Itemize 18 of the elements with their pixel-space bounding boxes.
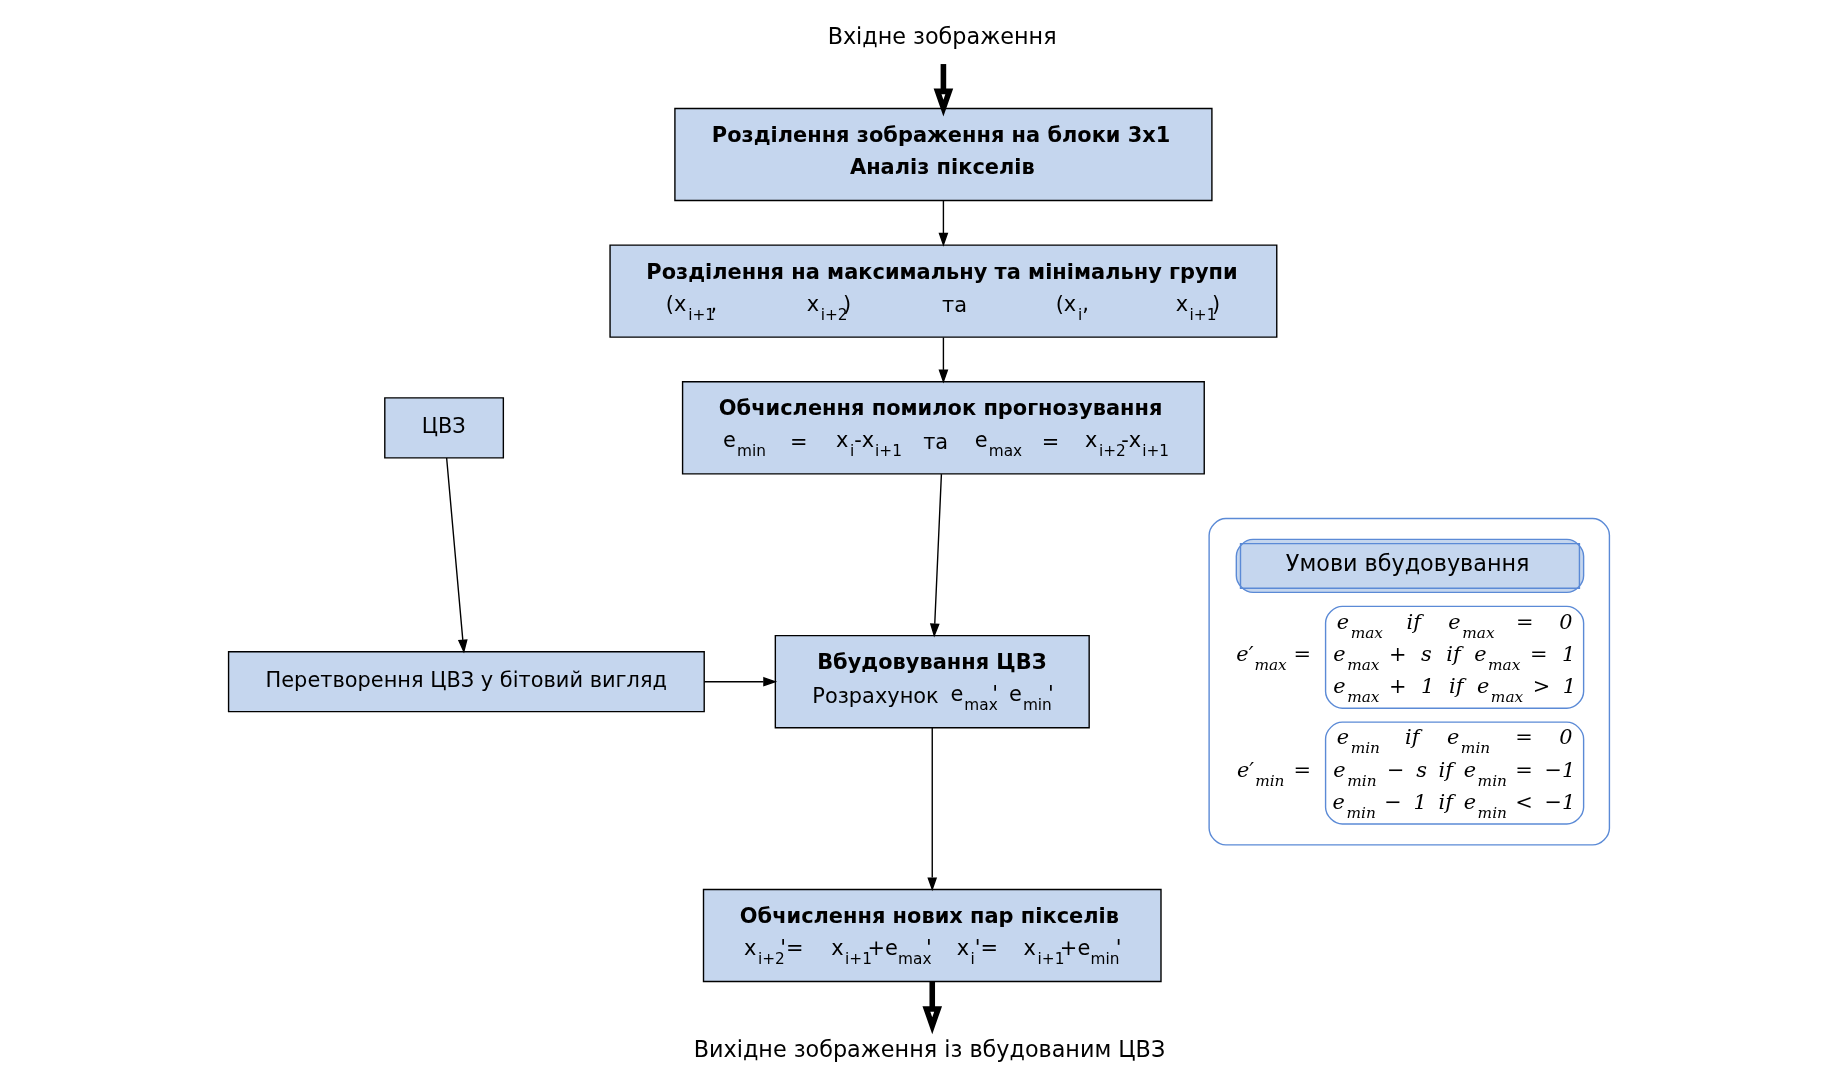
arrow [933, 64, 953, 117]
arrow [703, 676, 777, 687]
arrow [926, 727, 937, 892]
node-box: Умови вбудовування e′$_{max}$ = e$_{max}$ if e$_{max}$ = 0 e$_{max}$ + s if e$_{max}$ = 1 e$_{max}$ + 1 if e$_{max}$ > 1 e′$_{min}$ = e$_{min}$ if e$_{min}$ = 0 e$_{min}$ − s if e$_{min}$ = −1 e$_{min}$ − 1 if e$_{min}$ < −1 [1207, 517, 1610, 846]
node-box: Обчислення нових пар пікселів x$_{i+2}$'= x$_{i+1}$+e$_{max}$' x$_{i}$'= x$_{i+1}$+e$_{min}$' [702, 888, 1162, 983]
node-text: Вихідне зображення із вбудованим ЦВЗ [693, 1035, 1165, 1062]
arrow [938, 200, 948, 247]
node-box: Вбудовування ЦВЗ Розрахунок e$_{max}$' e$_{min}$' [774, 634, 1090, 729]
arrow [938, 336, 948, 384]
node-box: Обчислення помилок прогнозування e$_{min}$ = x$_{i}$-x$_{i+1}$ та e$_{max}$ = x$_{i+2}$-x$_{i+1}$ [681, 381, 1205, 475]
node-box: Розділення зображення на блоки 3х1 Аналіз пікселів [673, 107, 1213, 202]
arrow [445, 457, 468, 654]
node-box: Перетворення ЦВЗ у бітовий вигляд [227, 651, 705, 713]
arrow [929, 473, 942, 638]
arrow [921, 981, 942, 1035]
node-text: Вхідне зображення [827, 22, 1057, 49]
node-box: ЦВЗ [383, 397, 504, 459]
node-box: Розділення на максимальну та мінімальну групи (x$_{i+1}$, x$_{i+2}$) та (x$_{i}$, x$_{i+1}$) [608, 244, 1277, 338]
